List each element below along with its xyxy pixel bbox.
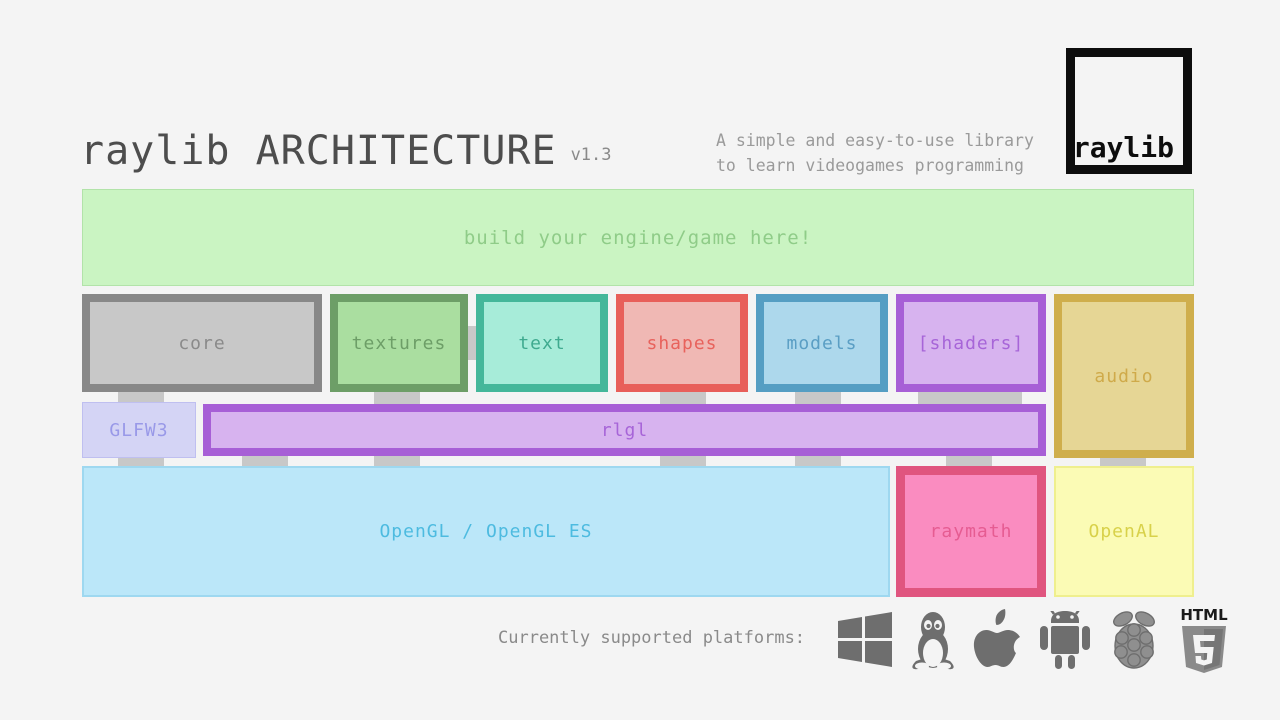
connector-tab	[918, 388, 1022, 404]
module-label: shapes	[646, 332, 718, 354]
tagline: A simple and easy-to-use library to lear…	[716, 128, 1058, 178]
connector-tab	[660, 388, 706, 404]
banner-label: build your engine/game here!	[463, 226, 813, 249]
svg-text:HTML: HTML	[1180, 607, 1228, 624]
raylib-logo-text: raylib	[1072, 131, 1174, 164]
module-shapes: shapes	[616, 294, 748, 392]
tagline-line-2: to learn videogames programming	[716, 156, 1024, 175]
linux-tux-icon	[908, 607, 958, 673]
module-label: core	[178, 332, 226, 354]
module-label: audio	[1094, 365, 1154, 387]
module-label: models	[786, 332, 858, 354]
connector-tab	[795, 388, 841, 404]
module-models: models	[756, 294, 888, 392]
connector-tab	[118, 388, 164, 404]
platform-icons-row: HTML	[836, 604, 1228, 676]
page-title: raylib ARCHITECTURE v1.3	[80, 128, 612, 174]
module-label: text	[518, 332, 566, 354]
connector-tab	[374, 388, 420, 404]
module-audio: audio	[1054, 294, 1194, 458]
layer-label: GLFW3	[109, 419, 169, 441]
raspberry-pi-icon	[1106, 607, 1162, 673]
module-text: text	[476, 294, 608, 392]
android-icon	[1038, 607, 1092, 673]
apple-icon	[972, 607, 1024, 673]
build-your-game-banner: build your engine/game here!	[82, 189, 1194, 286]
module-textures: textures	[330, 294, 468, 392]
layer-label: OpenGL / OpenGL ES	[379, 521, 593, 542]
layer-label: raymath	[929, 521, 1013, 542]
layer-raymath: raymath	[896, 466, 1046, 597]
windows-icon	[836, 607, 894, 673]
tagline-line-1: A simple and easy-to-use library	[716, 131, 1034, 150]
layer-opengl-opengl-es: OpenGL / OpenGL ES	[82, 466, 890, 597]
version-label: v1.3	[570, 145, 612, 165]
module-shaders: [shaders]	[896, 294, 1046, 392]
layer-rlgl: rlgl	[203, 404, 1046, 456]
html5-icon: HTML	[1176, 607, 1232, 673]
platforms-label: Currently supported platforms:	[498, 628, 806, 648]
layer-label: rlgl	[600, 419, 649, 441]
module-core: core	[82, 294, 322, 392]
raylib-logo: raylib	[1066, 48, 1192, 174]
layer-glfw3: GLFW3	[82, 402, 196, 458]
layer-label: OpenAL	[1088, 521, 1160, 542]
connector-tab	[466, 326, 478, 360]
page-title-text: raylib ARCHITECTURE	[80, 128, 557, 174]
module-label: textures	[351, 332, 447, 354]
layer-openal: OpenAL	[1054, 466, 1194, 597]
module-label: [shaders]	[917, 332, 1025, 354]
